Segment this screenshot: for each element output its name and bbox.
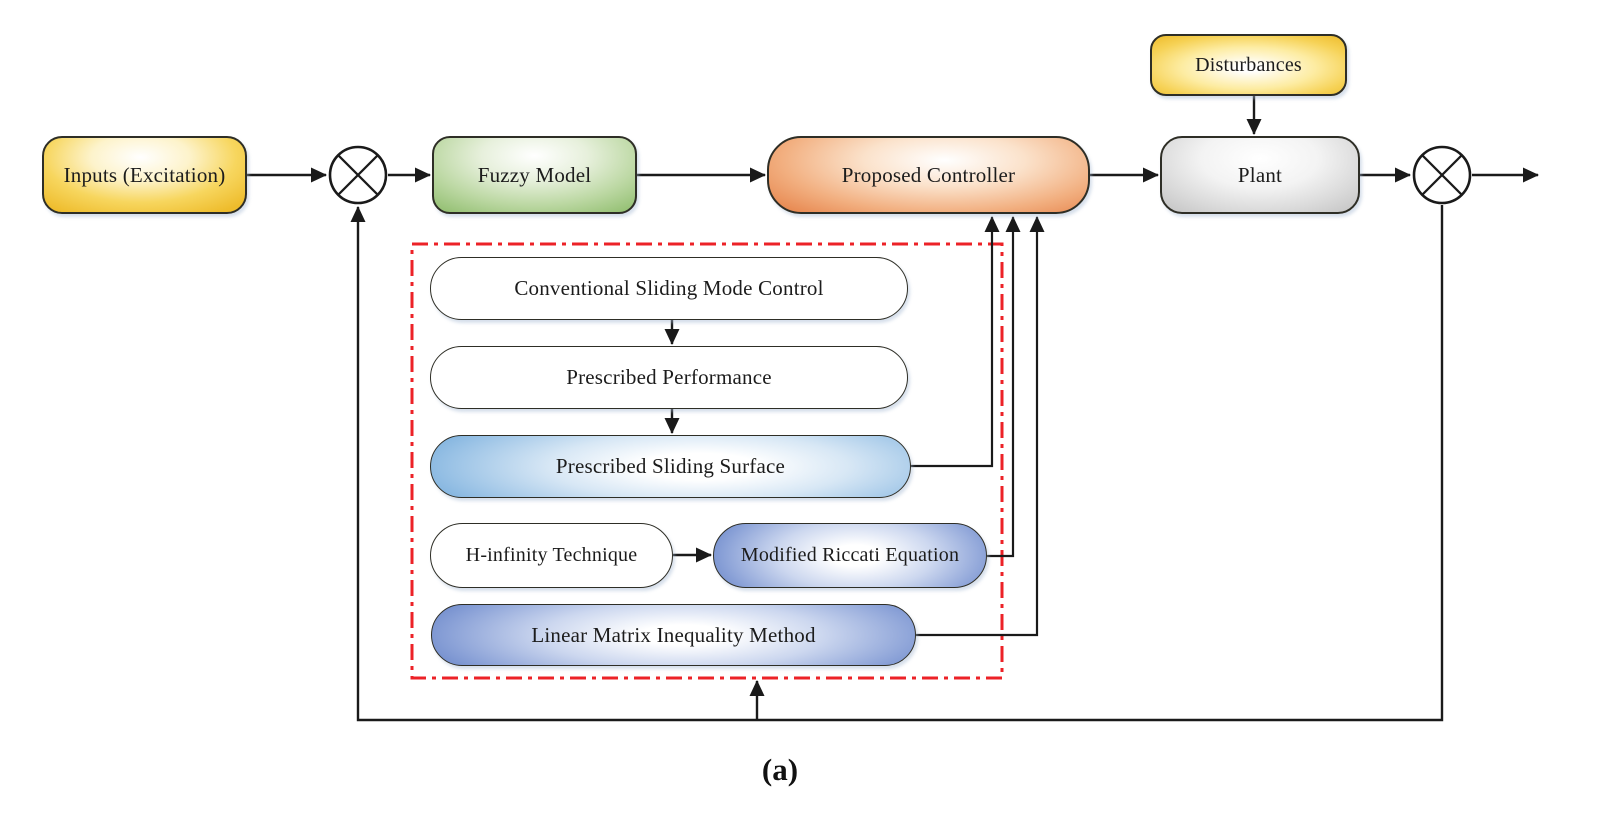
h-infinity-label: H-infinity Technique xyxy=(465,544,638,566)
figure-caption: (a) xyxy=(761,752,799,787)
lmi-method-pill: Linear Matrix Inequality Method xyxy=(431,604,916,666)
proposed-controller-block-label: Proposed Controller xyxy=(841,162,1016,187)
wire-riccati-to-controller xyxy=(987,216,1021,558)
wire-feedback-loop xyxy=(350,205,1444,722)
proposed-controller-block: Proposed Controller xyxy=(767,136,1090,214)
fuzzy-model-block-label: Fuzzy Model xyxy=(477,162,592,187)
plant-block: Plant xyxy=(1160,136,1360,214)
plant-block-label: Plant xyxy=(1237,162,1283,187)
wire-lmi-to-controller xyxy=(916,216,1045,637)
prescribed-sliding-surface-pill: Prescribed Sliding Surface xyxy=(430,435,911,498)
prescribed-performance-pill: Prescribed Performance xyxy=(430,346,908,409)
conventional-smc-label: Conventional Sliding Mode Control xyxy=(514,276,824,300)
prescribed-sliding-surface-label: Prescribed Sliding Surface xyxy=(555,454,786,478)
controller-internals-dashed-border xyxy=(410,242,1004,680)
prescribed-performance-label: Prescribed Performance xyxy=(566,365,772,389)
disturbances-block: Disturbances xyxy=(1150,34,1347,96)
fuzzy-model-block: Fuzzy Model xyxy=(432,136,637,214)
conventional-smc-pill: Conventional Sliding Mode Control xyxy=(430,257,908,320)
lmi-method-label: Linear Matrix Inequality Method xyxy=(531,622,816,647)
sum-junction-right-icon xyxy=(1412,145,1472,205)
inputs-block-label: Inputs (Excitation) xyxy=(63,162,226,187)
riccati-equation-label: Modified Riccati Equation xyxy=(740,544,960,566)
inputs-block: Inputs (Excitation) xyxy=(42,136,247,214)
wire-pss-to-controller xyxy=(910,216,1000,468)
sum-junction-left-icon xyxy=(328,145,388,205)
h-infinity-pill: H-infinity Technique xyxy=(430,523,673,588)
disturbances-block-label: Disturbances xyxy=(1195,53,1302,76)
riccati-equation-pill: Modified Riccati Equation xyxy=(713,523,987,588)
